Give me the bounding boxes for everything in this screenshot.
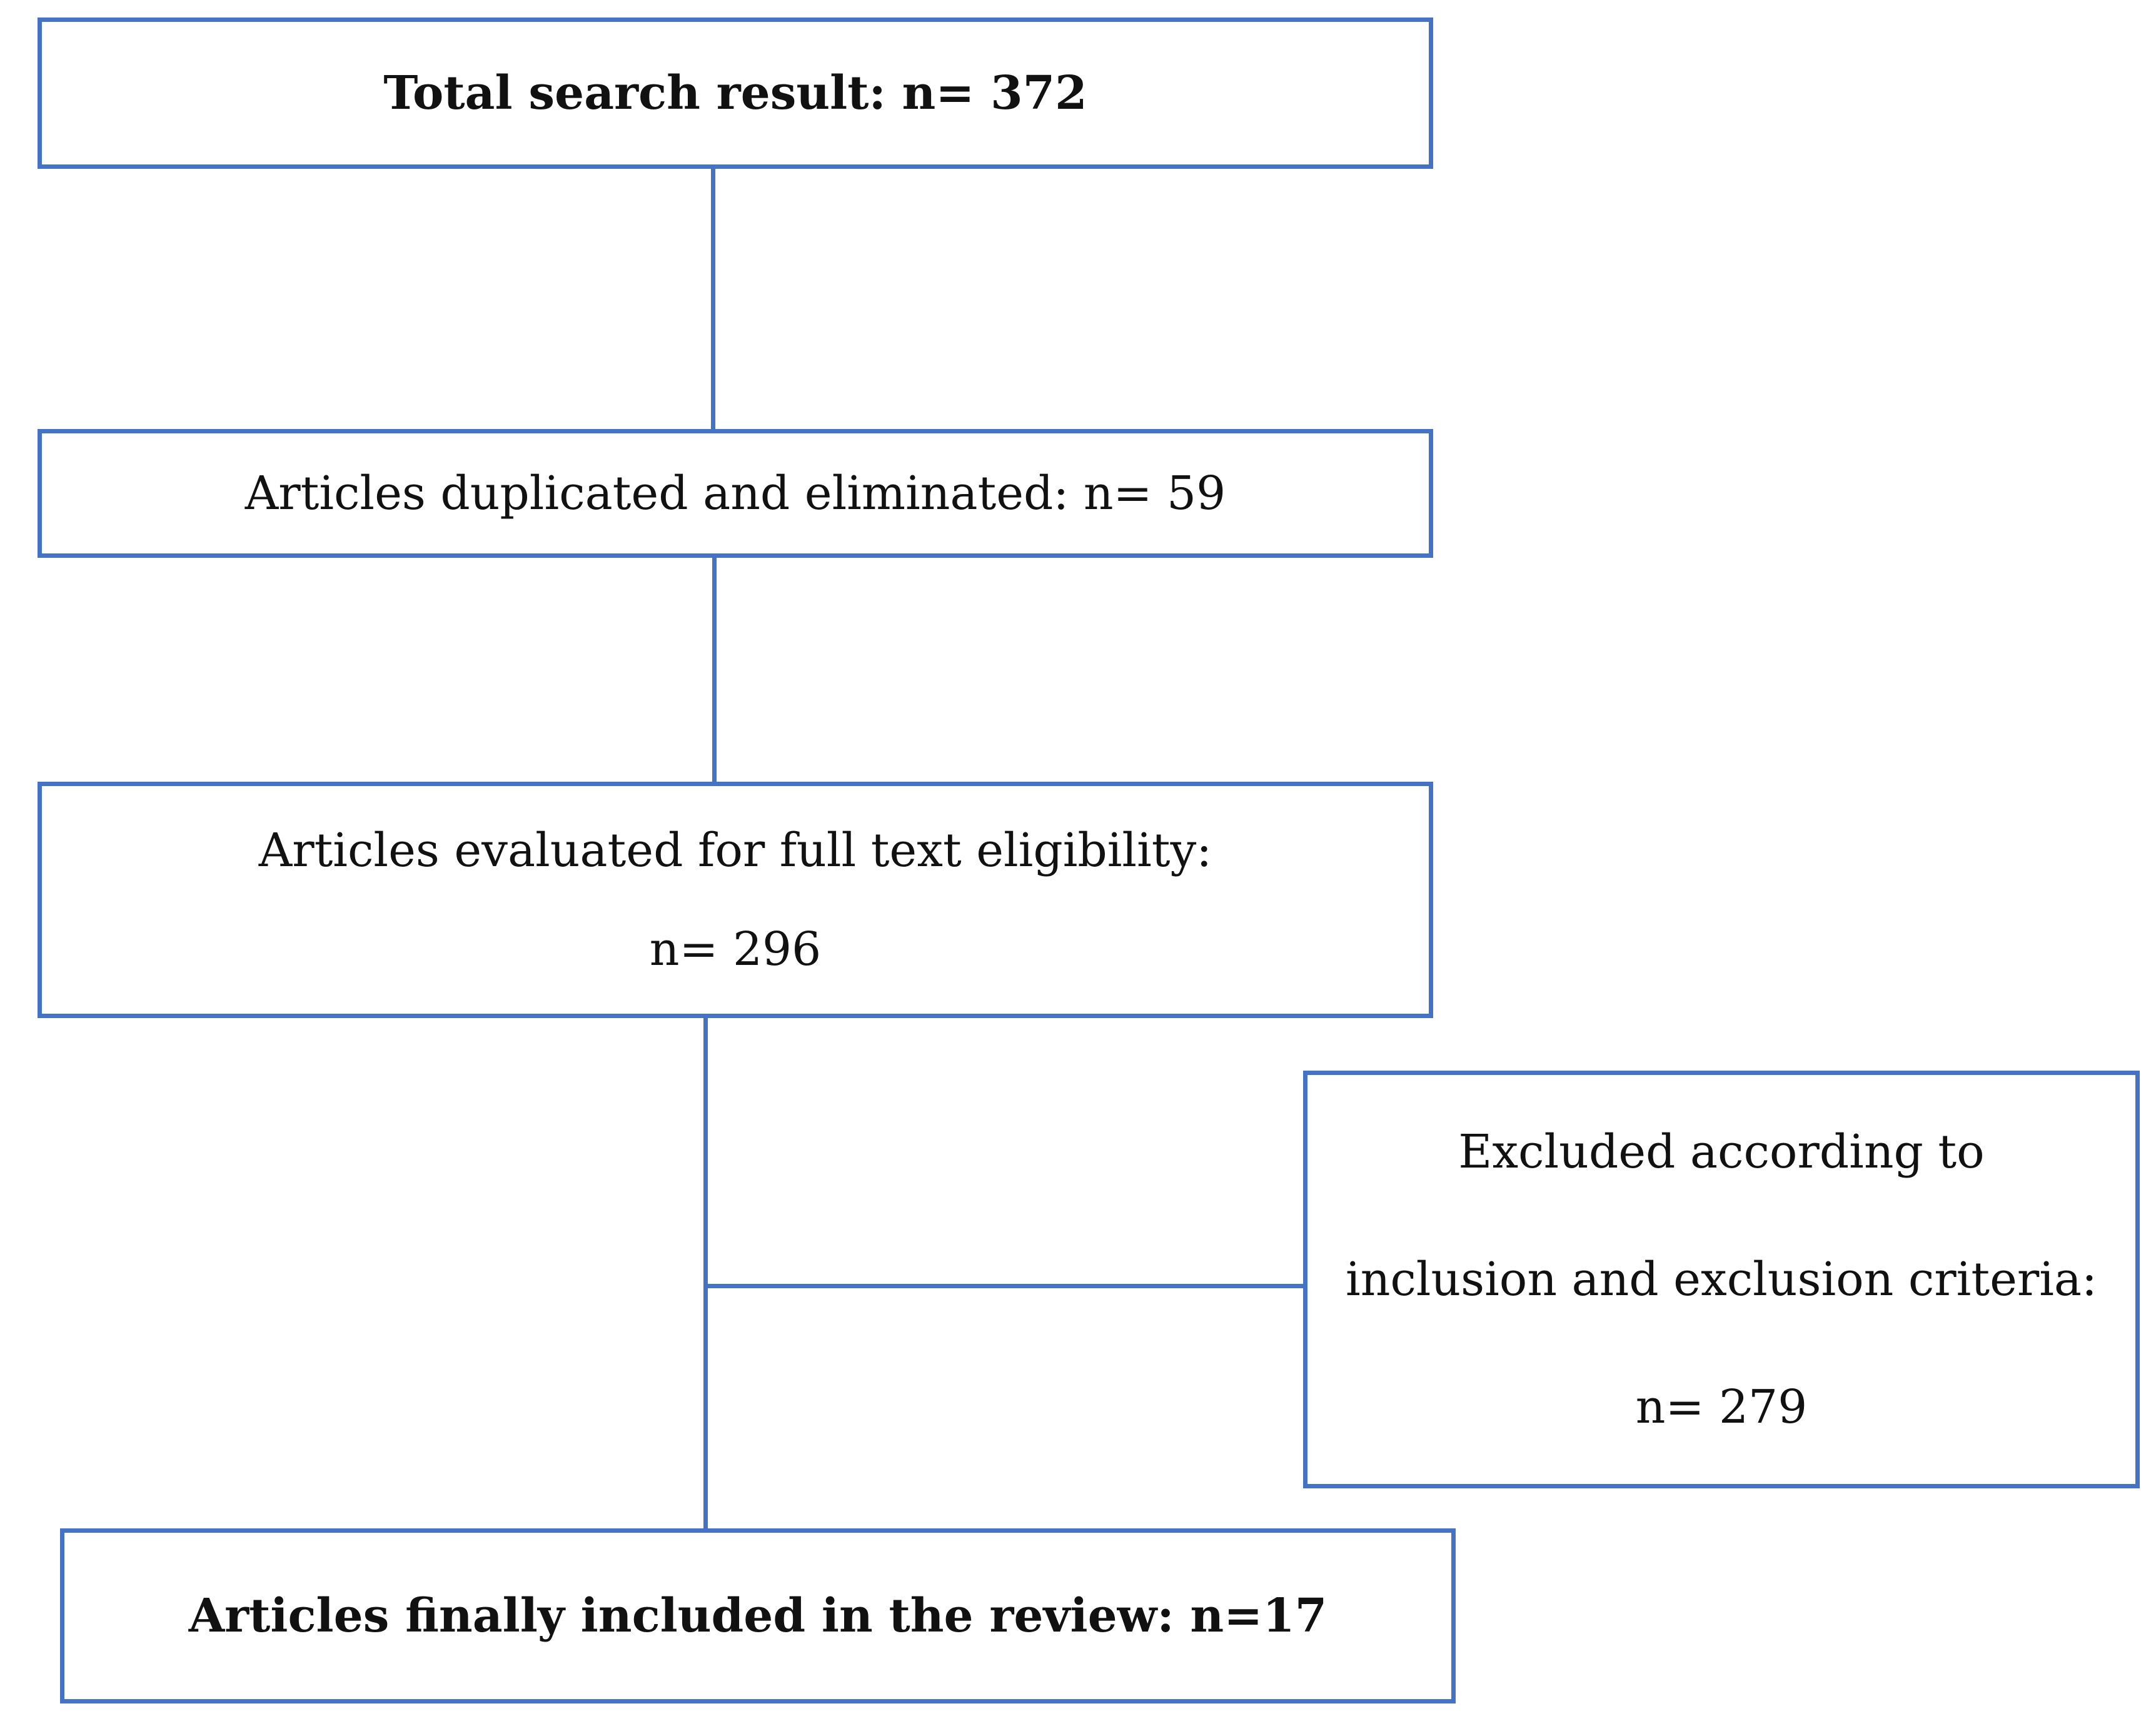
- connector-branch-to-excluded: [703, 1284, 1304, 1288]
- box-included: Articles finally included in the review:…: [60, 1528, 1456, 1703]
- connector-total-to-duplicates: [711, 168, 715, 430]
- included-label: Articles finally included in the review:…: [188, 1589, 1327, 1643]
- box-duplicates: Articles duplicated and eliminated: n= 5…: [38, 429, 1433, 558]
- evaluated-count: n= 296: [649, 922, 822, 976]
- box-total-search: Total search result: n= 372: [38, 18, 1433, 169]
- excluded-label-line2: inclusion and exclusion criteria:: [1346, 1253, 2097, 1306]
- connector-duplicates-to-evaluated: [712, 555, 717, 783]
- excluded-label-line1: Excluded according to: [1458, 1125, 1985, 1179]
- excluded-count: n= 279: [1635, 1380, 1808, 1434]
- evaluated-label-line1: Articles evaluated for full text eligibi…: [258, 824, 1212, 877]
- connector-evaluated-to-included: [703, 1016, 708, 1528]
- box-excluded: Excluded according to inclusion and excl…: [1303, 1071, 2140, 1488]
- box-evaluated: Articles evaluated for full text eligibi…: [38, 782, 1433, 1018]
- total-search-label: Total search result: n= 372: [383, 66, 1087, 120]
- duplicates-label: Articles duplicated and eliminated: n= 5…: [244, 467, 1226, 520]
